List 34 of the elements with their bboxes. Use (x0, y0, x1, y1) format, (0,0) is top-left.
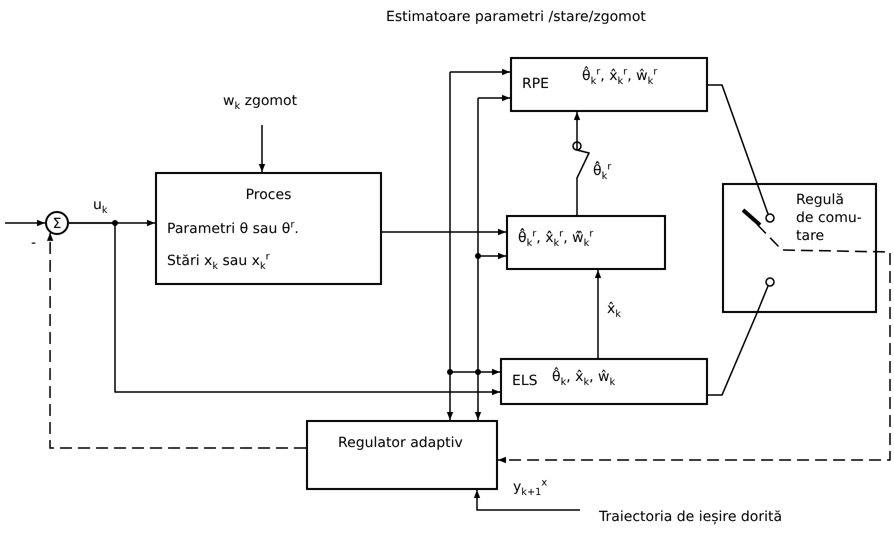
block-text: Parametri θ sau θ$^{r}$. (167, 220, 299, 238)
process-box (500, 358, 708, 405)
block-text: θ̂$_{k}$, x̂$_{k}$, ŵ$_{k}$ (552, 368, 616, 386)
arrow (446, 72, 454, 420)
arrow (474, 490, 580, 511)
process-box (155, 172, 382, 285)
arrow (478, 94, 510, 102)
process-box (722, 183, 877, 313)
process-box (506, 215, 666, 270)
process-box (306, 420, 498, 490)
summing-junction (45, 211, 69, 235)
arrow (574, 112, 590, 215)
arrow (69, 222, 500, 396)
arrow (382, 228, 506, 236)
block-title: ELS (512, 372, 538, 390)
diagram-title: Estimatoare parametri /stare/zgomot (385, 8, 647, 26)
edge-label: x̂$_{k}$ (606, 300, 622, 318)
arrow (258, 125, 266, 172)
process-box (510, 57, 708, 112)
arrow (450, 68, 510, 76)
note-text: Traiectoria de ieșire dorită (598, 508, 784, 526)
block-title: Proces (244, 186, 292, 204)
arrow (478, 252, 506, 260)
block-title: RPE (522, 75, 550, 93)
arrow (450, 368, 500, 376)
arrow (46, 232, 306, 449)
sum-symbol: Σ (52, 215, 62, 233)
arrow (594, 270, 602, 358)
block-text: Regulator adaptiv (338, 434, 463, 452)
arrow (498, 211, 891, 464)
arrow (5, 220, 45, 226)
edge-label: w$_{k}$ zgomot (222, 92, 298, 110)
block-text: Regulă de comu- tare (796, 191, 862, 245)
arrow (474, 98, 482, 420)
